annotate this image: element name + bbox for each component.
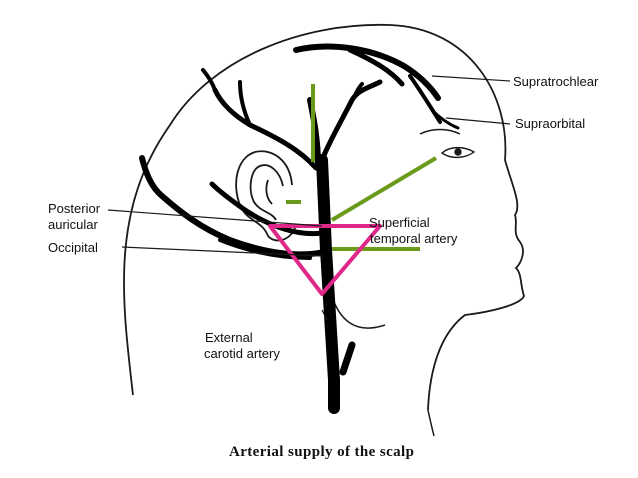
head-outline (123, 23, 525, 411)
parietal-branch (212, 87, 319, 171)
label-superficial-line1: Superficial (369, 215, 430, 230)
diagram-caption: Arterial supply of the scalp (229, 444, 414, 460)
jaw-outline (329, 289, 386, 329)
pink-triangle (268, 224, 382, 296)
label-external-line1: External (205, 330, 253, 345)
label-superficial-line2: temporal artery (370, 231, 458, 246)
label-posterior-line2: auricular (48, 217, 99, 232)
arteries (139, 43, 460, 414)
label-occipital: Occipital (48, 240, 98, 255)
label-supratrochlear: Supratrochlear (513, 74, 599, 89)
external-carotid-artery (316, 154, 340, 414)
green-highlights (286, 84, 438, 251)
carotid-branch (339, 341, 356, 376)
label-supraorbital: Supraorbital (515, 116, 585, 131)
occipital-artery (139, 155, 327, 258)
neck-front-outline (427, 409, 435, 437)
supraorbital-artery (408, 74, 442, 124)
eye (419, 128, 476, 159)
supraorbital-twig (430, 108, 460, 130)
leader-lines (107, 75, 511, 321)
frontal-twig (350, 82, 364, 102)
frontal-branch (319, 79, 383, 163)
label-posterior-line1: Posterior (48, 201, 101, 216)
label-external-line2: carotid artery (204, 346, 280, 361)
green-line-diagonal (330, 156, 438, 222)
posterior-auricular-artery (209, 181, 325, 237)
supratrochlear-artery (293, 43, 441, 101)
parietal-twig-2 (238, 80, 252, 127)
parietal-twig-1 (201, 68, 217, 92)
supratrochlear-twig (347, 47, 405, 87)
